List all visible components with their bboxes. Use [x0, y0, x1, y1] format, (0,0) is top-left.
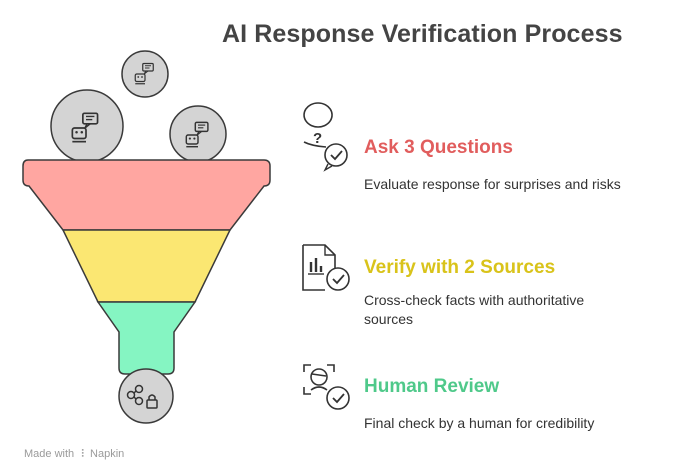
robot-chat-icon — [185, 121, 209, 148]
step-title-review: Human Review — [364, 376, 500, 397]
input-bubble-top — [121, 50, 169, 98]
napkin-logo-icon: ⫶ — [81, 448, 84, 460]
funnel-section-review — [96, 301, 197, 375]
funnel-section-verify — [61, 229, 232, 303]
watermark-brand: Napkin — [90, 448, 125, 460]
step-description-review: Final check by a human for credibility — [364, 415, 595, 431]
step-description-verify: Cross-check facts with authoritative sou… — [364, 292, 585, 327]
watermark[interactable]: Made with ⫶ Napkin — [24, 448, 124, 461]
funnel — [22, 159, 271, 375]
share-lock-icon — [126, 384, 158, 409]
step-title-verify: Verify with 2 Sources — [364, 257, 556, 278]
page-title: AI Response Verification Process — [222, 20, 623, 48]
robot-chat-icon — [134, 62, 154, 85]
svg-text:?: ? — [313, 130, 322, 147]
document-chart-check-icon — [302, 244, 350, 291]
input-bubble-left — [50, 89, 124, 163]
funnel-section-ask — [22, 159, 271, 231]
question-chat-check-icon: ? — [303, 102, 348, 172]
input-bubble-right — [169, 105, 227, 163]
step-title-ask: Ask 3 Questions — [364, 137, 513, 158]
face-scan-check-icon — [303, 364, 350, 410]
robot-chat-icon — [71, 112, 99, 143]
output-bubble — [118, 368, 174, 424]
watermark-prefix: Made with — [24, 448, 75, 460]
step-description-ask: Evaluate response for surprises and risk… — [364, 176, 621, 192]
